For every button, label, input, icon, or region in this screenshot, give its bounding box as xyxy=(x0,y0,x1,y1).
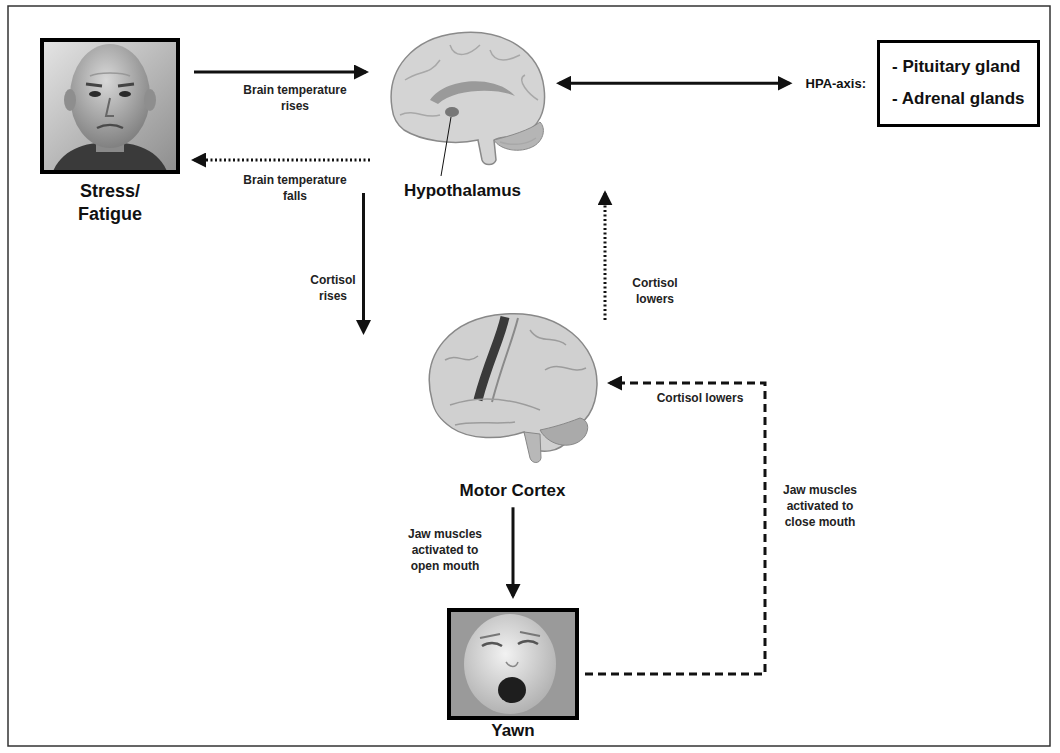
flow-arrow xyxy=(194,71,366,74)
flow-arrow xyxy=(362,193,365,332)
flow-arrow xyxy=(512,507,515,596)
node-label: Stress/ Fatigue xyxy=(60,180,160,225)
arrow-label: Cortisol rises xyxy=(302,272,364,304)
arrow-label: Brain temperature rises xyxy=(230,82,360,114)
page-frame xyxy=(8,6,1050,746)
item-text: - Adrenal glands xyxy=(892,83,1025,115)
arrow-label: Jaw muscles activated to open mouth xyxy=(400,526,490,575)
arrow-label: Cortisol lowers xyxy=(640,390,760,406)
yawn-photo xyxy=(447,608,579,720)
flow-arrow xyxy=(604,193,607,320)
arrow-label: Cortisol lowers xyxy=(620,275,690,307)
photo-box: Yawn xyxy=(447,608,579,720)
node-label: Hypothalamus xyxy=(378,180,548,201)
heading-text: HPA-axis: xyxy=(806,76,866,91)
arrow-label: Jaw muscles activated to close mouth xyxy=(775,482,865,531)
lateral-brain xyxy=(429,314,597,463)
node-label: Motor Cortex xyxy=(428,480,598,501)
arrow-label: Brain temperature falls xyxy=(230,172,360,204)
brain-region: Motor Cortex xyxy=(425,312,600,462)
brain-region: Hypothalamus xyxy=(380,30,545,165)
sagittal-brain xyxy=(391,32,544,176)
photo-box: Stress/ Fatigue xyxy=(40,38,180,174)
stress-photo xyxy=(40,38,180,174)
flow-arrow xyxy=(559,82,790,85)
organ-box: HPA-axis:- Pituitary gland- Adrenal glan… xyxy=(877,40,1040,127)
node-label: Yawn xyxy=(453,720,573,741)
item-text: - Pituitary gland xyxy=(892,51,1025,83)
flow-arrow xyxy=(194,159,370,162)
flow-arrow xyxy=(585,383,765,674)
